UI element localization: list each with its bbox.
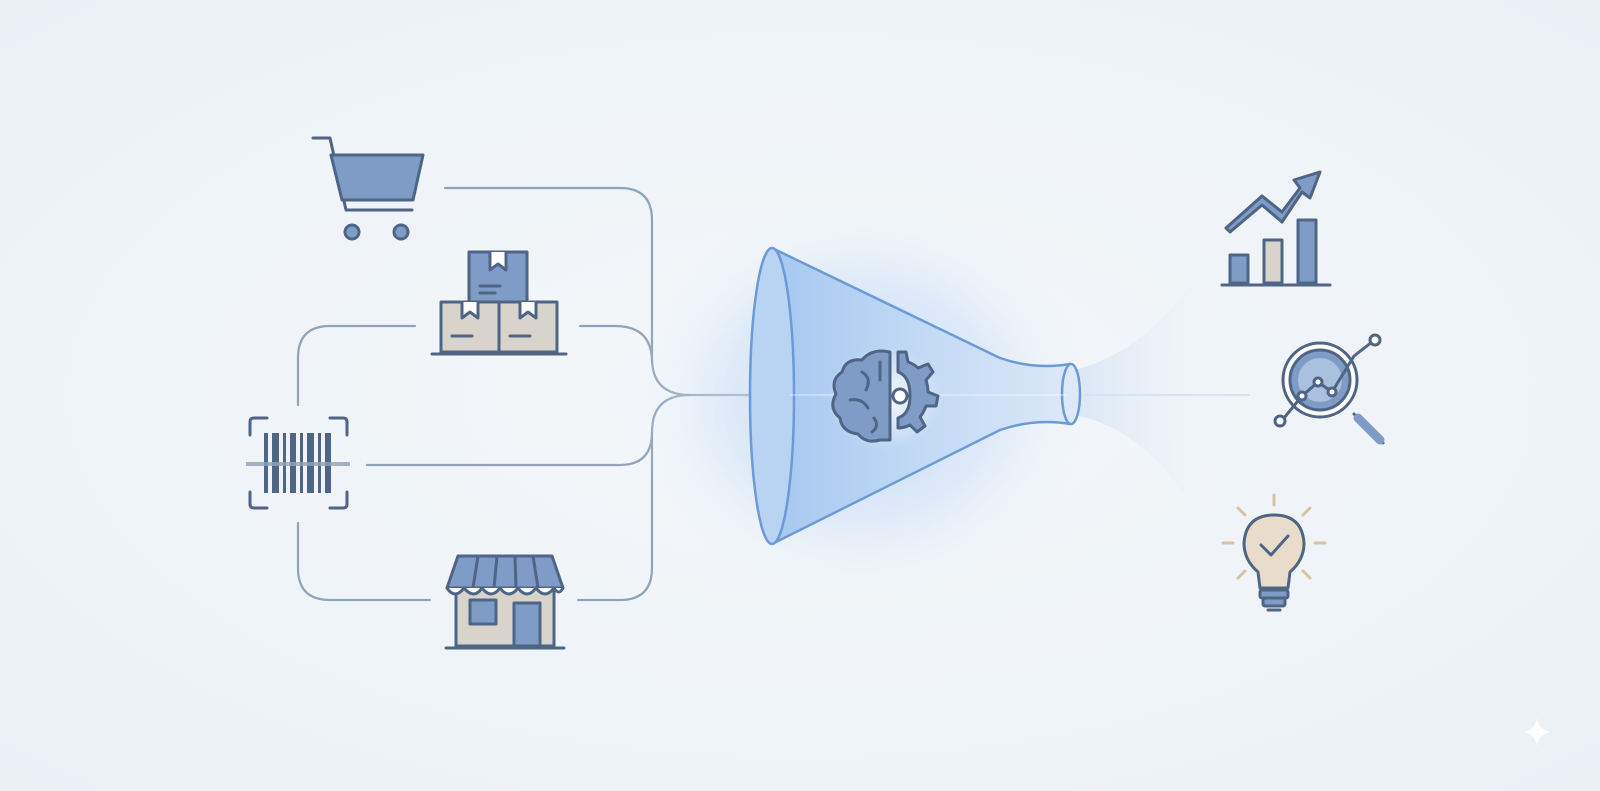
connector-boxes-left <box>296 324 417 407</box>
growth-chart-icon <box>1220 170 1332 287</box>
brain-gear-icon <box>831 349 940 443</box>
barcode-scan-icon <box>246 416 350 510</box>
sparkle-icon <box>1523 718 1551 746</box>
magnifier-analytics-icon <box>1273 333 1385 445</box>
connector-store-right <box>576 430 654 602</box>
stacked-boxes-icon <box>430 250 568 356</box>
shopping-cart-icon <box>311 136 425 241</box>
storefront-icon <box>444 554 566 650</box>
connector-store-left <box>296 521 432 602</box>
funnel-icon <box>630 200 1250 600</box>
lightbulb-check-icon <box>1221 493 1327 612</box>
